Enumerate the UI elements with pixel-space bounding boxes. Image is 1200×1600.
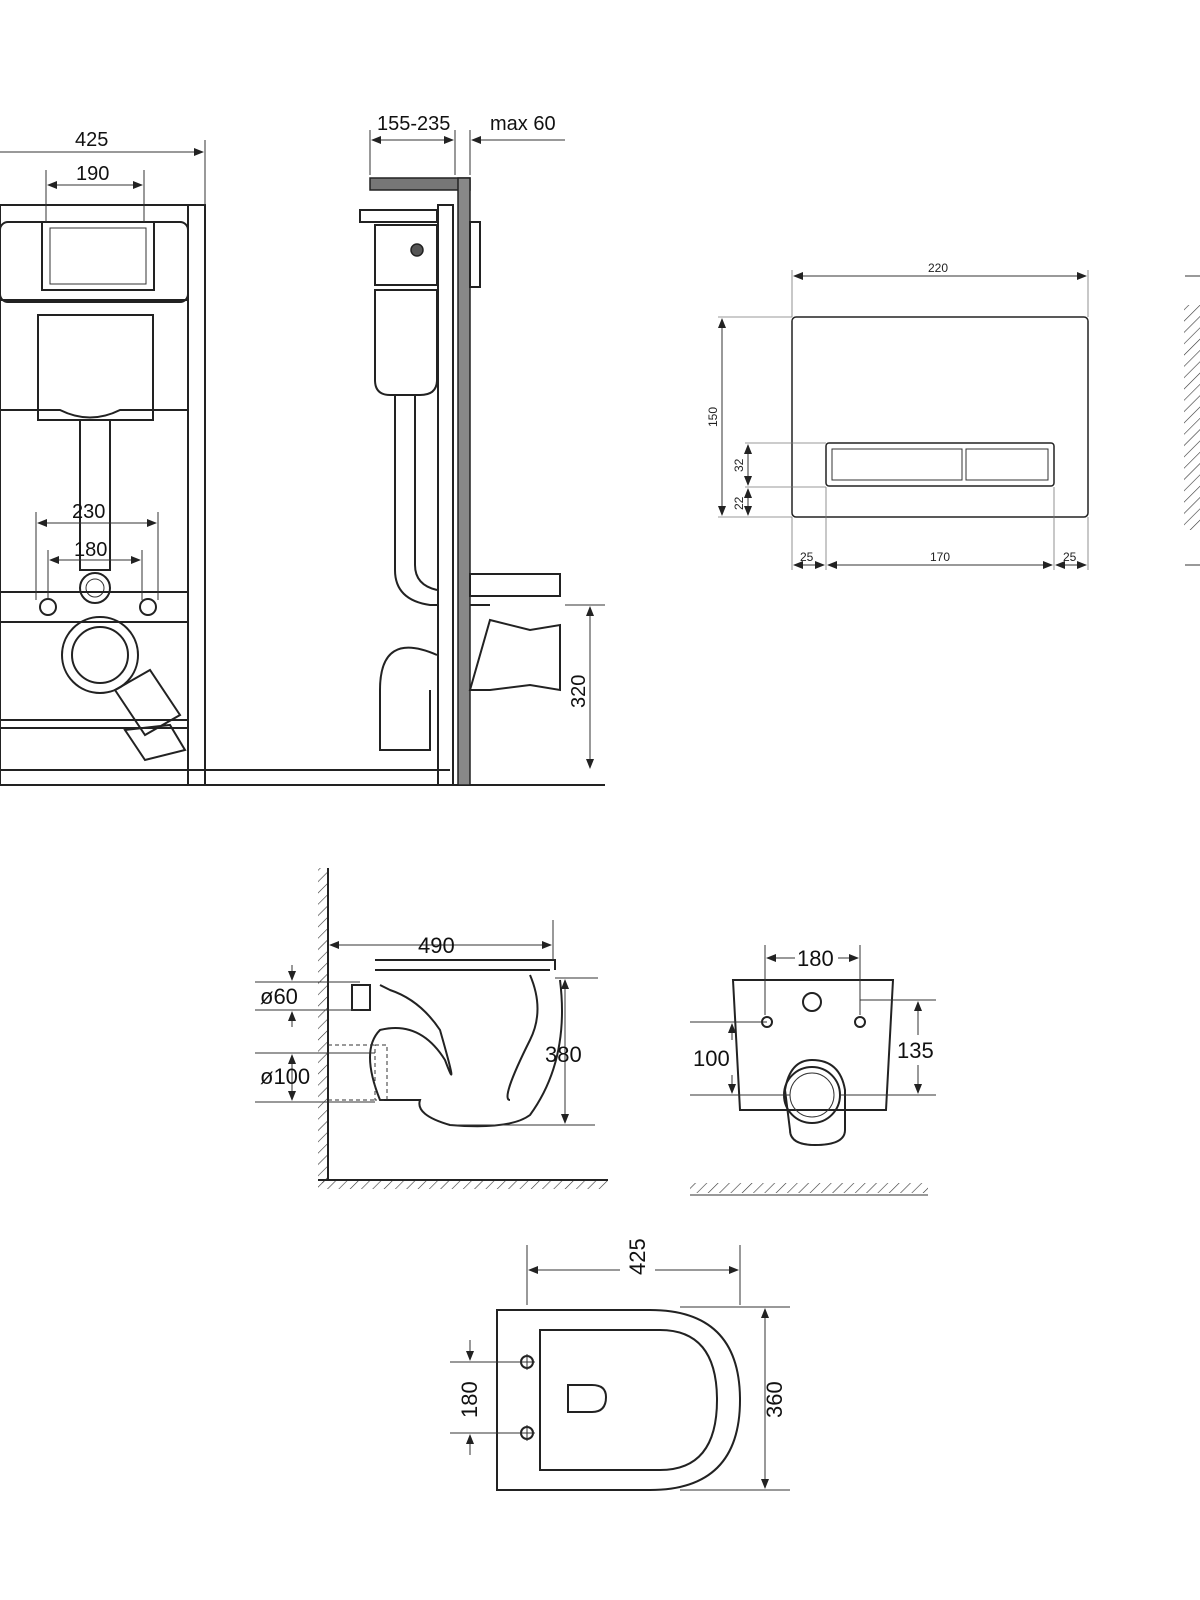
dim-top-width: 425	[625, 1238, 650, 1275]
dim-frame-width: 425	[75, 129, 108, 151]
dim-plate-width: 220	[928, 261, 948, 275]
dim-mount-inner: 180	[74, 539, 107, 561]
dim-button-bottom: 22	[732, 496, 746, 510]
dim-inlet-diameter: ø60	[260, 984, 298, 1009]
dim-max-wall: max 60	[490, 113, 556, 135]
dim-outlet-center: 100	[693, 1046, 730, 1071]
bowl-top-view: 425 180 360	[450, 1238, 790, 1491]
dim-top-bolt-spacing: 180	[457, 1381, 482, 1418]
dim-rear-bolt-spacing: 180	[797, 946, 834, 971]
dim-depth-range: 155-235	[377, 113, 450, 135]
dim-top-length: 360	[762, 1381, 787, 1418]
dim-plate-height: 150	[706, 407, 720, 427]
dim-margin-right: 25	[1063, 550, 1077, 564]
dim-button-width: 170	[930, 550, 950, 564]
bowl-rear-view: 180 100 135	[690, 945, 936, 1196]
bowl-side-view: 490 ø60 ø100 380	[255, 868, 608, 1189]
dim-outlet-diameter: ø100	[260, 1064, 310, 1089]
dim-bolt-height: 135	[897, 1038, 934, 1063]
dim-margin-left: 25	[800, 550, 814, 564]
dim-bowl-height: 380	[545, 1042, 582, 1067]
dim-mount-outer: 230	[72, 501, 105, 523]
dim-bowl-length: 490	[418, 933, 455, 958]
dim-panel-width: 190	[76, 163, 109, 185]
flush-plate-view: 220 150 32 22 25 170 25	[706, 261, 1200, 570]
dim-outlet-height: 320	[568, 675, 590, 708]
dim-button-height: 32	[732, 458, 746, 472]
frame-side-view: 155-235 max 60 320	[359, 113, 605, 786]
frame-front-view: 425 190 230 180	[0, 129, 605, 786]
